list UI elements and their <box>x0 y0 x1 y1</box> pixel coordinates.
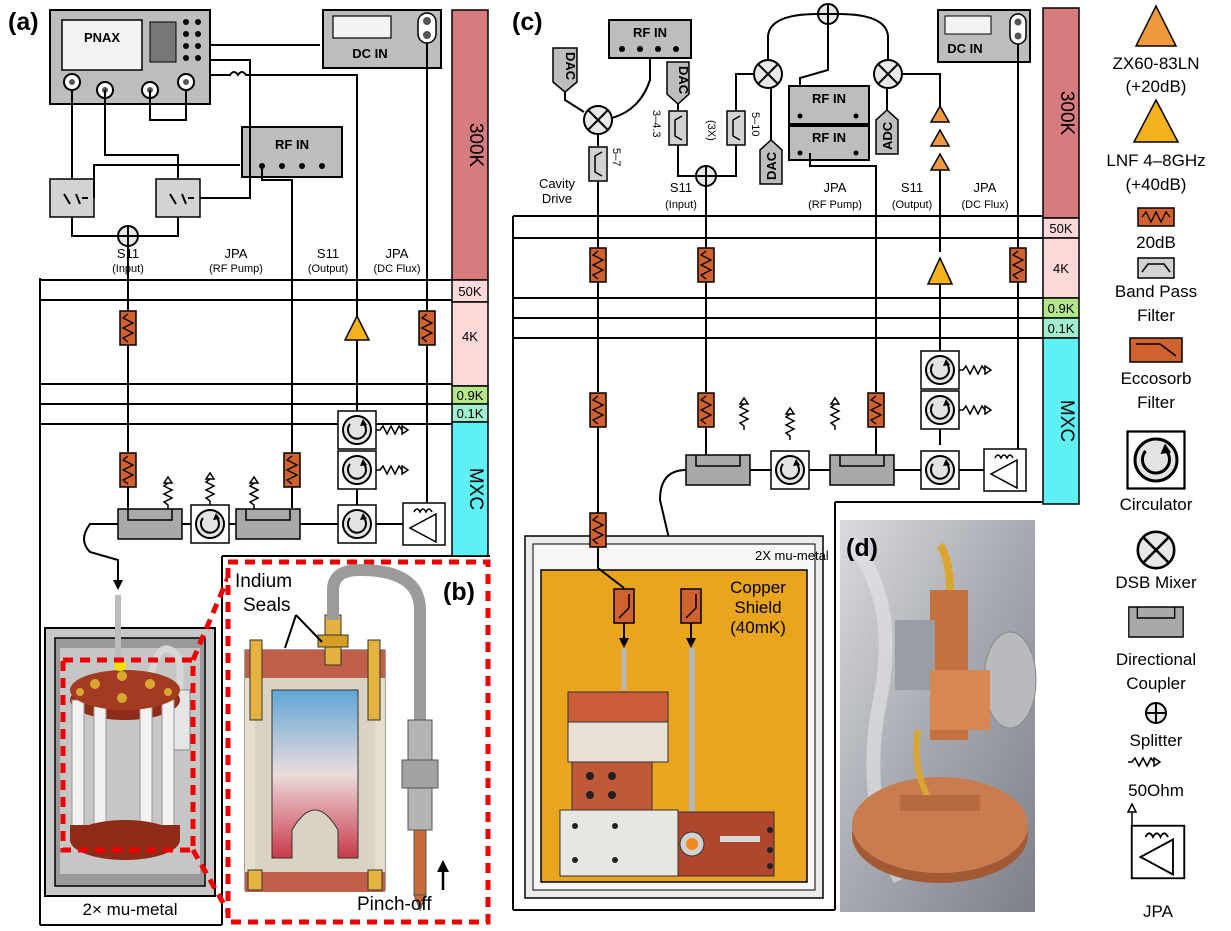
svg-text:20dB: 20dB <box>1136 233 1176 252</box>
svg-text:(40mK): (40mK) <box>730 618 786 637</box>
svg-text:5–10: 5–10 <box>749 112 761 136</box>
svg-text:Eccosorb: Eccosorb <box>1121 369 1192 388</box>
svg-text:3–4.3: 3–4.3 <box>650 110 662 138</box>
mu-metal-label-c: 2X mu-metal <box>755 548 829 563</box>
svg-text:JPA: JPA <box>1143 902 1174 921</box>
svg-text:50K: 50K <box>458 284 481 299</box>
band-pass-filter-icon <box>1137 257 1175 279</box>
svg-text:Pinch-off: Pinch-off <box>357 894 432 915</box>
svg-text:(Input): (Input) <box>665 199 697 211</box>
panel-b: (b) Indium Seals Pinch-off <box>225 559 491 925</box>
lnf-amplifier-icon <box>1132 98 1180 143</box>
circulator-icon <box>1126 430 1186 490</box>
svg-text:0.9K: 0.9K <box>457 388 484 403</box>
termination-icon <box>1127 757 1161 767</box>
svg-text:4K: 4K <box>1053 261 1069 276</box>
svg-text:300K: 300K <box>1056 91 1077 136</box>
svg-text:JPA: JPA <box>386 246 409 261</box>
svg-text:Copper: Copper <box>730 578 786 597</box>
svg-text:Circulator: Circulator <box>1120 495 1193 514</box>
rf-in-label-c1: RF IN <box>633 25 667 40</box>
svg-text:S11: S11 <box>901 180 923 195</box>
svg-text:(RF Pump): (RF Pump) <box>808 199 862 211</box>
panel-label-c: (c) <box>512 8 543 36</box>
mixer-icon <box>1136 530 1176 570</box>
svg-text:Coupler: Coupler <box>1126 674 1186 693</box>
svg-text:Filter: Filter <box>1137 306 1175 325</box>
svg-text:DAC: DAC <box>563 52 578 81</box>
svg-text:50K: 50K <box>1049 221 1072 236</box>
svg-text:Seals: Seals <box>243 595 291 616</box>
dc-in-label-c: DC IN <box>947 41 982 56</box>
rf-in-label-c3: RF IN <box>812 130 846 145</box>
svg-text:MXC: MXC <box>465 468 486 510</box>
svg-text:5–7: 5–7 <box>610 148 622 166</box>
svg-text:DSB Mixer: DSB Mixer <box>1115 573 1197 592</box>
svg-text:(DC Flux): (DC Flux) <box>373 263 420 275</box>
svg-text:Filter: Filter <box>1137 393 1175 412</box>
eccosorb-filter-icon <box>1129 337 1183 363</box>
svg-text:300K: 300K <box>465 123 486 168</box>
jpa-icon <box>1130 824 1186 880</box>
svg-text:4K: 4K <box>462 329 478 344</box>
svg-text:0.1K: 0.1K <box>457 406 484 421</box>
svg-text:50Ohm: 50Ohm <box>1128 781 1184 800</box>
rf-in-label-a: RF IN <box>275 137 309 152</box>
svg-text:ZX60-83LN: ZX60-83LN <box>1113 54 1200 73</box>
dc-in-label-a: DC IN <box>352 46 387 61</box>
svg-text:Drive: Drive <box>542 191 572 206</box>
svg-text:JPA: JPA <box>225 246 248 261</box>
svg-text:0.1K: 0.1K <box>1048 321 1075 336</box>
svg-text:S11: S11 <box>670 180 692 195</box>
svg-text:Indium: Indium <box>235 571 292 592</box>
svg-text:(+20dB): (+20dB) <box>1126 77 1187 96</box>
svg-text:JPA: JPA <box>974 180 997 195</box>
panel-label-d: (d) <box>846 534 878 562</box>
panel-d-photo: (d) <box>840 520 1037 912</box>
svg-text:Splitter: Splitter <box>1130 731 1183 750</box>
attenuator-icon <box>1137 207 1175 227</box>
svg-text:DAC: DAC <box>764 151 779 180</box>
svg-text:(Output): (Output) <box>308 263 348 275</box>
svg-text:DAC: DAC <box>676 66 691 95</box>
hemt-amplifier-icon <box>1134 4 1178 47</box>
splitter-icon <box>1145 702 1167 724</box>
stage-300k-a <box>451 9 489 281</box>
rf-in-label-c2: RF IN <box>812 91 846 106</box>
panel-label-b: (b) <box>443 578 475 606</box>
svg-text:JPA: JPA <box>824 180 847 195</box>
svg-text:ADC: ADC <box>880 121 895 150</box>
svg-text:(RF Pump): (RF Pump) <box>209 263 263 275</box>
svg-text:LNF 4–8GHz: LNF 4–8GHz <box>1106 151 1205 170</box>
svg-text:Shield: Shield <box>734 598 781 617</box>
pnax-label: PNAX <box>84 30 120 45</box>
panel-label-a: (a) <box>8 8 39 36</box>
svg-text:Directional: Directional <box>1116 650 1196 669</box>
panel-a: 300K 50K 4K 0.9K 0.1K MXC PNAX DC IN <box>39 9 490 926</box>
directional-coupler-icon <box>1128 606 1184 638</box>
legend: ZX60-83LN (+20dB) LNF 4–8GHz (+40dB) 20d… <box>1106 4 1206 921</box>
panel-c: 300K 50K 4K 0.9K 0.1K MXC RF IN DC IN RF… <box>512 3 1080 911</box>
svg-text:0.9K: 0.9K <box>1048 301 1075 316</box>
svg-text:(DC Flux): (DC Flux) <box>961 199 1008 211</box>
mu-metal-label-a: 2× mu-metal <box>83 900 178 919</box>
svg-text:S11: S11 <box>117 246 139 261</box>
svg-text:Cavity: Cavity <box>539 176 576 191</box>
svg-text:S11: S11 <box>317 246 339 261</box>
svg-text:MXC: MXC <box>1056 400 1077 442</box>
svg-text:Band Pass: Band Pass <box>1115 282 1197 301</box>
svg-text:(Input): (Input) <box>112 263 144 275</box>
svg-text:(+40dB): (+40dB) <box>1126 175 1187 194</box>
svg-text:(Output): (Output) <box>892 199 932 211</box>
svg-text:(3X): (3X) <box>705 120 717 141</box>
